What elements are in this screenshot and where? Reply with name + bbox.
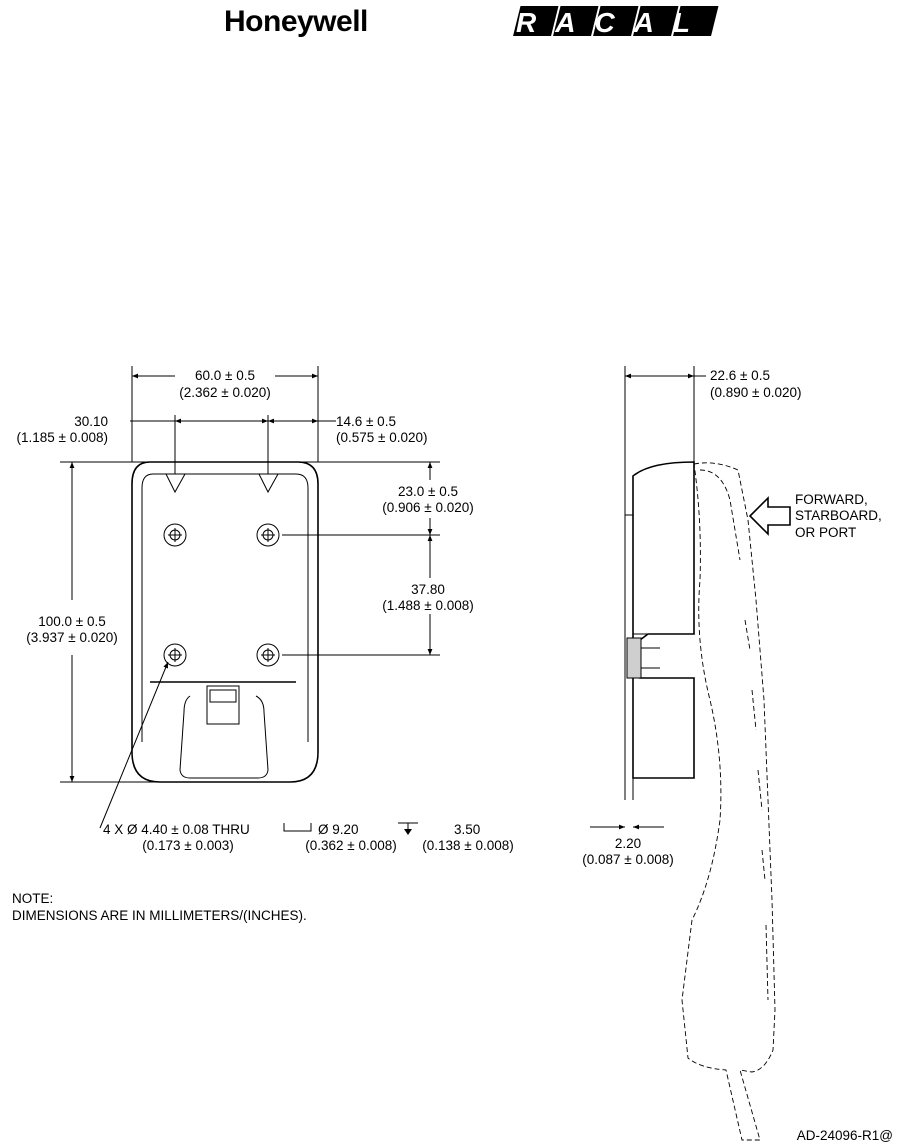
racal-logo: RACAL: [513, 6, 719, 38]
depth-mm: 3.50: [454, 822, 480, 837]
latch-cutout: [179, 695, 269, 779]
hole-to-edge-in: (0.575 ± 0.020): [336, 430, 427, 445]
front-view: 60.0 ± 0.5 (2.362 ± 0.020) 30.10 (1.185 …: [17, 366, 514, 853]
top-tooth-left: [165, 473, 186, 494]
depth-symbol: [398, 822, 418, 835]
width-dimension-in: (2.362 ± 0.020): [179, 385, 270, 400]
bracket-inner-contour: [141, 473, 309, 742]
hole-callout-leader: [99, 661, 169, 829]
mounting-hole-bottom-left: [163, 643, 187, 667]
side-view: FORWARD, STARBOARD, OR PORT 22.6 ± 0.5 (…: [582, 366, 882, 1141]
width-dimension-mm: 60.0 ± 0.5: [195, 368, 255, 383]
drawing-number: AD-24096-R1@: [797, 1128, 893, 1143]
screw-head-section: [626, 637, 642, 679]
hole-spacing-y-mm: 37.80: [411, 582, 445, 597]
top-tooth-right: [258, 473, 279, 494]
direction-label-port: OR PORT: [795, 525, 856, 540]
mounting-hole-top-left: [163, 523, 187, 547]
hole-thru-in: (0.173 ± 0.003): [142, 838, 233, 853]
hole-spacing-x-in: (1.185 ± 0.008): [17, 430, 108, 445]
direction-label-starboard: STARBOARD,: [795, 508, 882, 523]
hole-thru-mm: 4 X Ø 4.40 ± 0.08 THRU: [103, 822, 250, 837]
bracket-outline: [131, 461, 319, 783]
mounting-hole-top-right: [256, 523, 280, 547]
note-title: NOTE:: [12, 891, 53, 906]
hole-spacing-x-mm: 30.10: [74, 414, 108, 429]
counterbore-symbol: [283, 823, 312, 832]
handset-outline: [681, 462, 776, 1141]
note-text: DIMENSIONS ARE IN MILLIMETERS/(INCHES).: [12, 908, 307, 923]
base-thickness-mm: 2.20: [615, 836, 641, 851]
racal-logo-text: RACAL: [516, 7, 709, 38]
latch-tab: [206, 685, 240, 725]
bracket-side-profile: [632, 461, 695, 779]
mounting-hole-bottom-right: [256, 643, 280, 667]
honeywell-logo: Honeywell: [224, 5, 368, 38]
hole-to-top-in: (0.906 ± 0.020): [382, 500, 473, 515]
depth-in: (0.138 ± 0.008): [422, 838, 513, 853]
hole-spacing-y-in: (1.488 ± 0.008): [382, 598, 473, 613]
counterbore-mm: Ø 9.20: [318, 822, 359, 837]
hole-to-edge-mm: 14.6 ± 0.5: [336, 414, 396, 429]
base-thickness-in: (0.087 ± 0.008): [582, 852, 673, 867]
direction-label-forward: FORWARD,: [795, 492, 868, 507]
handset-keypad-outline: [744, 619, 769, 1001]
side-depth-mm: 22.6 ± 0.5: [710, 368, 770, 383]
height-dimension-in: (3.937 ± 0.020): [26, 630, 117, 645]
counterbore-in: (0.362 ± 0.008): [305, 838, 396, 853]
height-dimension-mm: 100.0 ± 0.5: [38, 614, 105, 629]
direction-arrow-icon: [748, 496, 791, 536]
hole-to-top-mm: 23.0 ± 0.5: [398, 484, 458, 499]
side-depth-in: (0.890 ± 0.020): [710, 385, 801, 400]
